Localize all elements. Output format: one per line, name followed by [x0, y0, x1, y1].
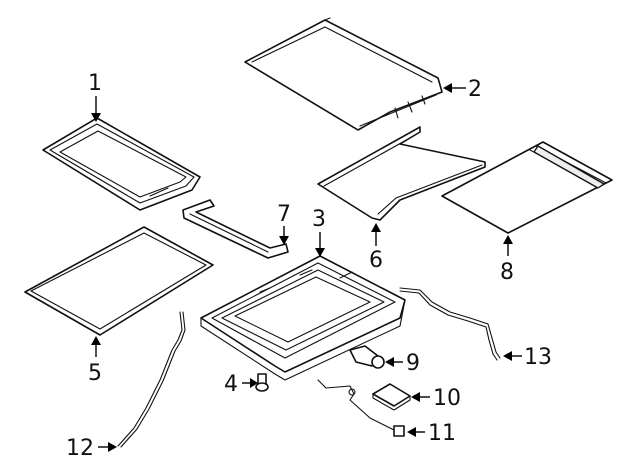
callout-1: 1	[88, 71, 102, 96]
callout-11: 11	[428, 421, 456, 446]
callout-2: 2	[468, 77, 482, 102]
part-11-harness	[317, 379, 405, 437]
part-5-seal	[24, 226, 214, 336]
callout-10: 10	[433, 386, 461, 411]
part-2-glass-panel	[244, 17, 443, 131]
part-8-sunshade	[441, 141, 613, 234]
part-6-rear-panel	[317, 126, 486, 221]
leader-lines	[91, 83, 522, 452]
callout-5: 5	[88, 361, 102, 386]
part-3-housing	[200, 255, 406, 381]
callout-9: 9	[406, 351, 420, 376]
callout-13: 13	[524, 345, 552, 370]
callout-6: 6	[369, 248, 383, 273]
part-7-deflector	[182, 199, 289, 259]
callout-8: 8	[500, 260, 514, 285]
callout-3: 3	[312, 207, 326, 232]
callout-12: 12	[66, 436, 94, 461]
part-4-bolt	[255, 373, 269, 392]
callout-4: 4	[224, 372, 238, 397]
part-12-drain-tube	[117, 311, 186, 448]
part-13-drain-tube	[399, 287, 501, 361]
callout-7: 7	[277, 202, 291, 227]
part-1-frame	[42, 117, 201, 211]
part-10-module	[372, 383, 411, 411]
part-9-motor	[349, 345, 385, 369]
callout-labels: 1 2 3 4 5 6 7 8 9 10 11 12 13	[66, 71, 552, 461]
